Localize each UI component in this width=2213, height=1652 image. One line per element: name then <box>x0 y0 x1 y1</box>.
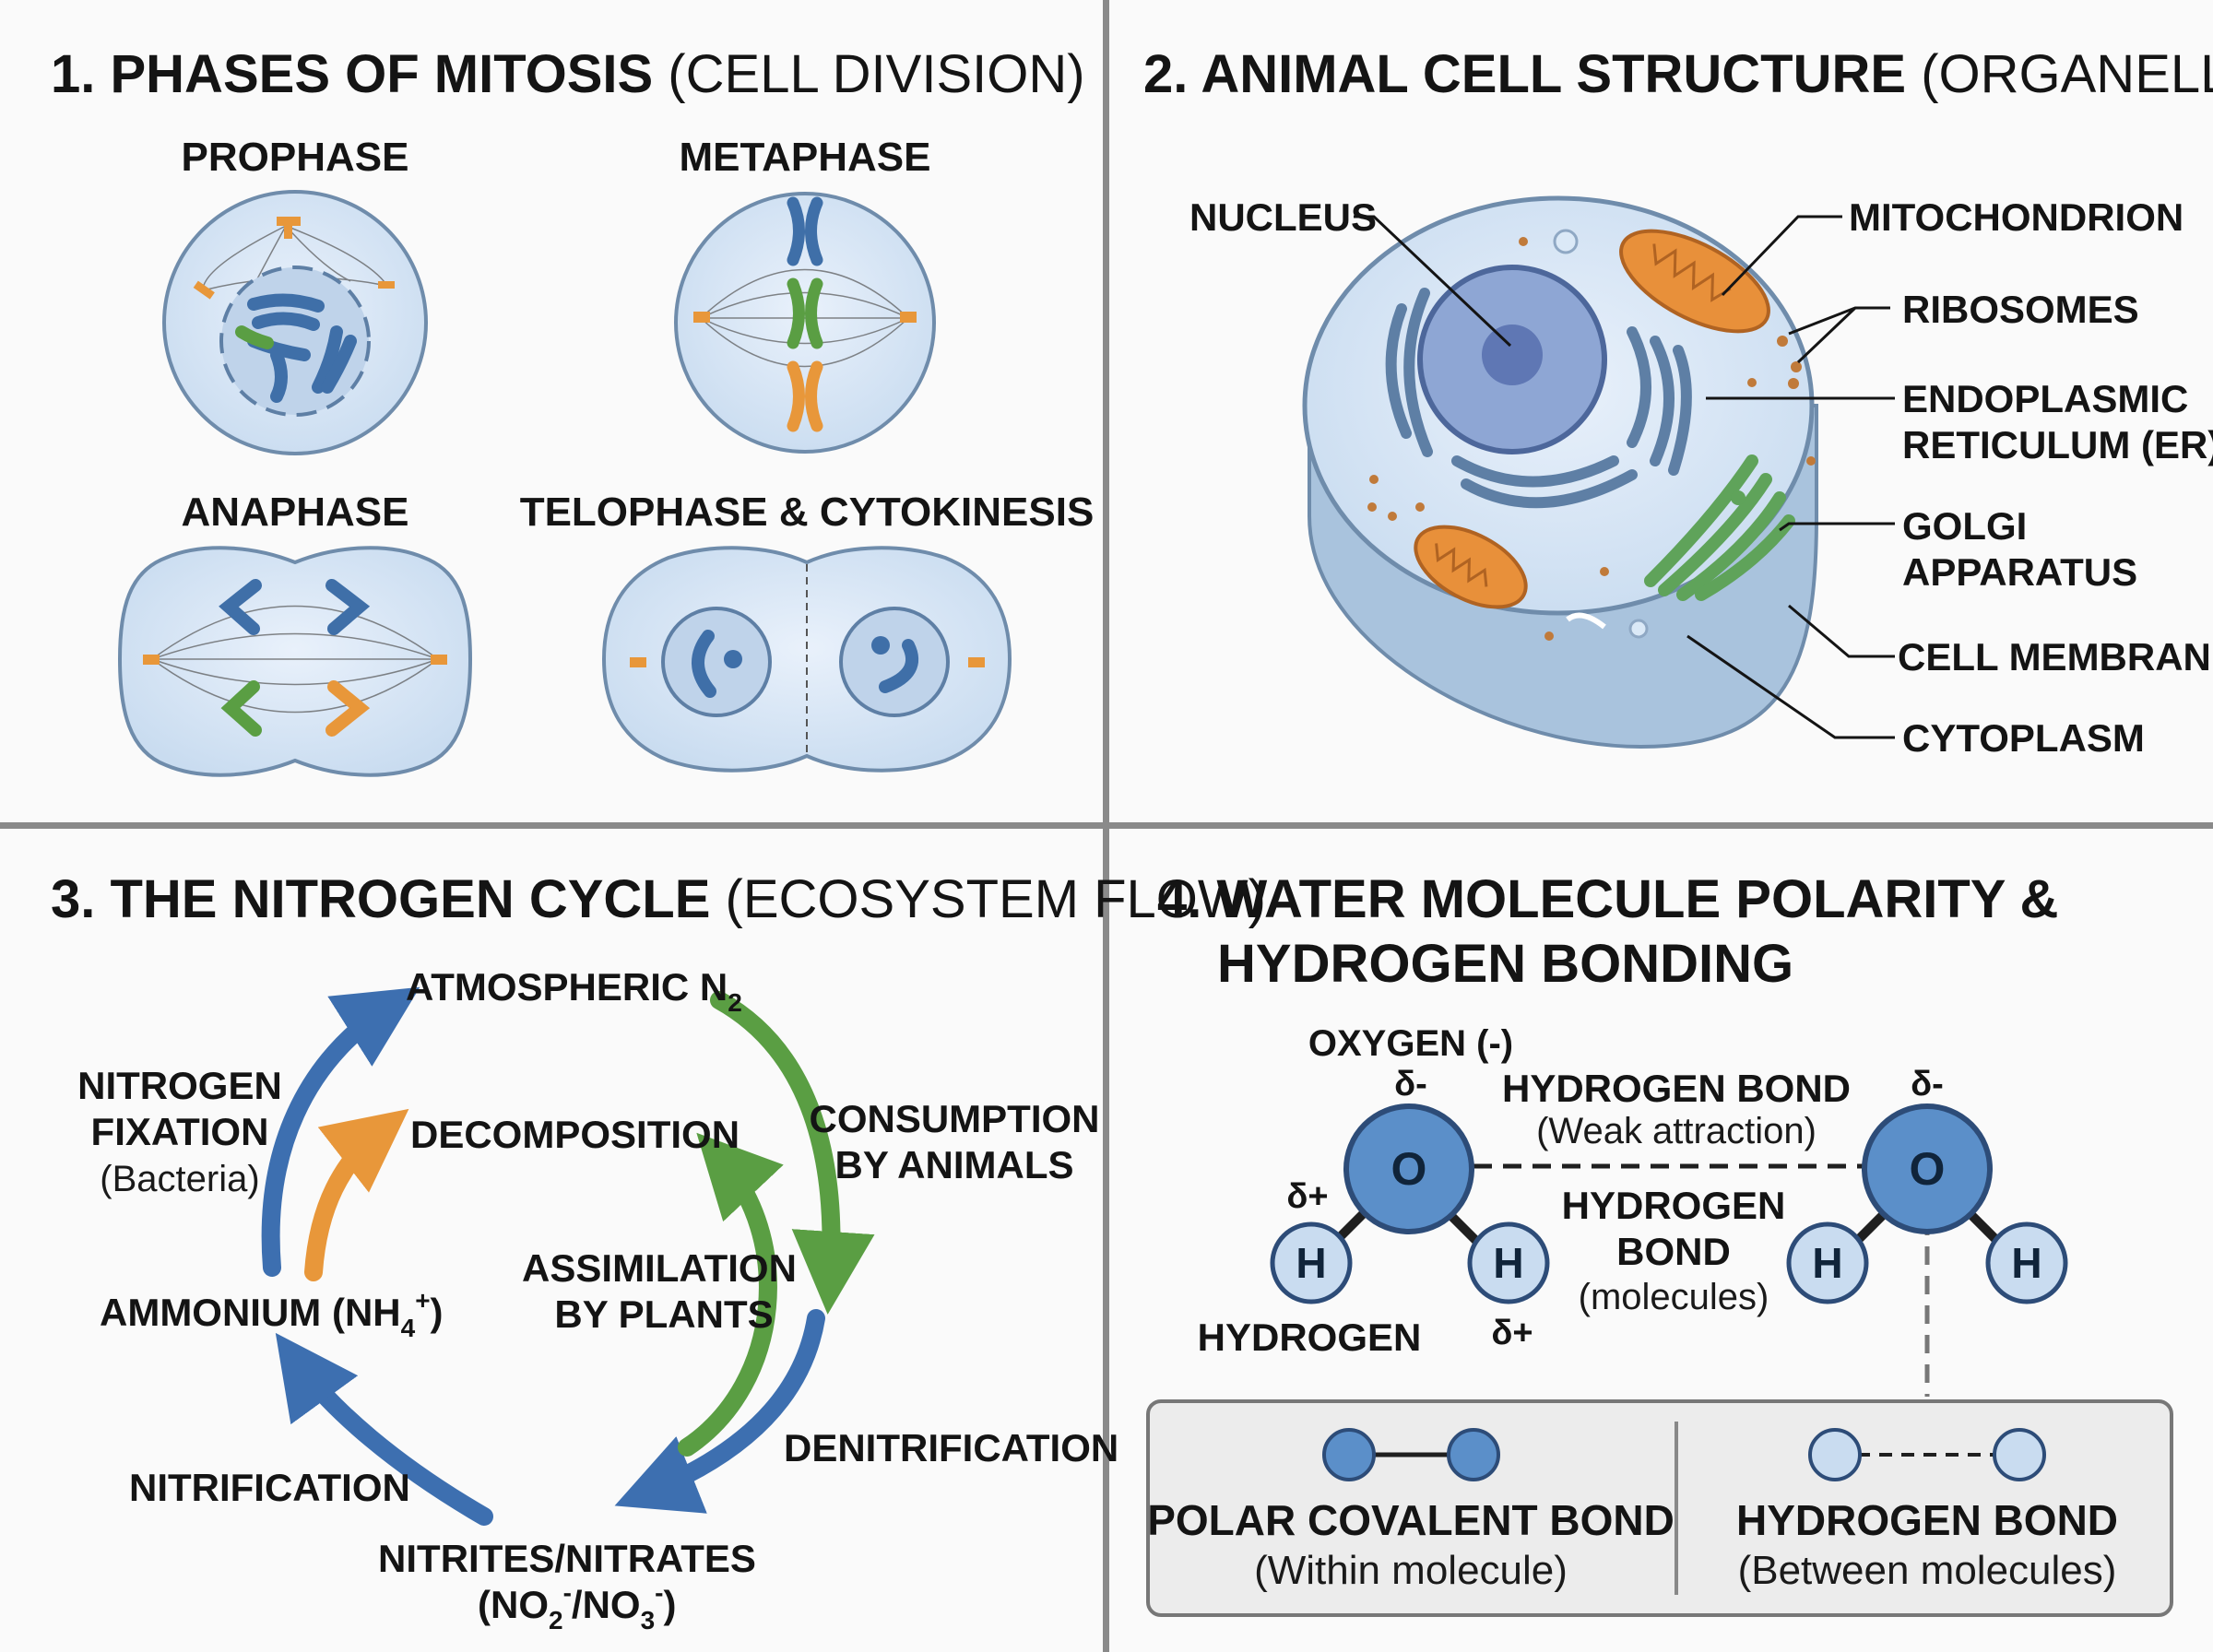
arrow-assimilation <box>678 1132 784 1457</box>
endoplasmic-reticulum <box>1385 288 1692 509</box>
panel-3-title: 3. THE NITROGEN CYCLE (ECOSYSTEM FLOW) <box>51 869 1266 929</box>
panel-mitosis: 1. PHASES OF MITOSIS (CELL DIVISION) PRO… <box>51 44 1095 777</box>
label-fixation-line1: NITROGEN <box>77 1064 282 1107</box>
label-ribosomes: RIBOSOMES <box>1902 288 2139 331</box>
hydrogen-atom-label: H <box>2011 1239 2041 1287</box>
label-fixation-line2: FIXATION <box>91 1110 269 1153</box>
cycle-arrows <box>261 986 875 1526</box>
label-atmospheric-n2: ATMOSPHERIC N2 <box>406 965 742 1017</box>
label-ammonium: AMMONIUM (NH4+) <box>100 1286 444 1342</box>
legend-polar-title: POLAR COVALENT BOND <box>1147 1496 1675 1544</box>
hydrogen-bond-icon <box>1808 1428 2046 1481</box>
label-telophase: TELOPHASE & CYTOKINESIS <box>520 490 1095 535</box>
label-denitrification: DENITRIFICATION <box>784 1426 1118 1469</box>
label-cell-membrane: CELL MEMBRANE <box>1898 635 2213 678</box>
anaphase-cell <box>117 546 473 777</box>
oxygen-atom <box>1862 1103 1993 1234</box>
panel-1-title: 1. PHASES OF MITOSIS (CELL DIVISION) <box>51 44 1085 104</box>
arrow-nitrification <box>275 1332 493 1526</box>
hydrogen-atom-label: H <box>1493 1239 1523 1287</box>
label-nitrites-line1: NITRITES/NITRATES <box>378 1537 756 1580</box>
hydrogen-atom-label: H <box>1812 1239 1842 1287</box>
label-hbond-mid-line1: HYDROGEN <box>1562 1184 1786 1227</box>
label-nitrification: NITRIFICATION <box>129 1466 410 1509</box>
centrosome-icon <box>431 655 447 665</box>
label-consumption-line1: CONSUMPTION <box>810 1097 1100 1140</box>
label-nitrites-line2: (NO2-/NO3-) <box>478 1578 676 1634</box>
label-prophase: PROPHASE <box>182 135 409 180</box>
water-molecule-right: O H H <box>1786 1103 2068 1304</box>
centrosome-icon <box>968 657 985 667</box>
label-er-line2: RETICULUM (ER) <box>1902 423 2213 466</box>
label-anaphase: ANAPHASE <box>182 490 409 535</box>
legend-hbond-note: (Between molecules) <box>1738 1548 2117 1593</box>
prophase-cell <box>162 190 428 455</box>
hydrogen-atom <box>1467 1221 1550 1304</box>
water-molecule-left: O H H <box>1270 1103 1550 1304</box>
legend-hbond-title: HYDROGEN BOND <box>1736 1496 2118 1544</box>
legend-polar-note: (Within molecule) <box>1254 1548 1568 1593</box>
label-er-line1: ENDOPLASMIC <box>1902 377 2188 420</box>
telophase-cell <box>601 546 1012 773</box>
arrow-nitrogen-fixation <box>261 986 420 1277</box>
hydrogen-atom <box>1985 1221 2068 1304</box>
label-assimilation-line2: BY PLANTS <box>554 1292 773 1336</box>
label-fixation-note: (Bacteria) <box>100 1159 259 1199</box>
mitochondrion-lower <box>1414 525 1528 609</box>
label-metaphase: METAPHASE <box>680 135 931 180</box>
mitochondrion-upper <box>1619 229 1770 334</box>
label-cytoplasm: CYTOPLASM <box>1902 716 2145 760</box>
label-assimilation-line1: ASSIMILATION <box>522 1246 797 1290</box>
hydrogen-atom <box>1786 1221 1869 1304</box>
arrow-denitrification <box>614 1309 825 1514</box>
label-hbond-top-note: (Weak attraction) <box>1536 1111 1817 1151</box>
label-hbond-mid-line2: BOND <box>1616 1230 1731 1273</box>
oxygen-atom <box>1343 1103 1474 1234</box>
hydrogen-atom <box>1270 1221 1353 1304</box>
arrow-decomposition <box>304 1108 409 1281</box>
label-delta-plus-left: δ+ <box>1286 1177 1328 1216</box>
centrosome-icon <box>900 312 917 323</box>
leader-lines <box>1354 215 1895 739</box>
centrosome-icon <box>693 312 710 323</box>
cell-illustration <box>1302 195 1818 749</box>
panel-2-title: 2. ANIMAL CELL STRUCTURE (ORGANELLES) <box>1143 44 2213 104</box>
centrosome-icon <box>630 657 646 667</box>
centrosome-icon <box>193 217 395 300</box>
label-hydrogen: HYDROGEN <box>1198 1316 1422 1359</box>
nucleolus <box>1482 324 1543 385</box>
label-delta-minus-left: δ- <box>1394 1065 1427 1103</box>
label-hbond-mid-note: (molecules) <box>1579 1277 1769 1317</box>
bond-legend: POLAR COVALENT BOND (Within molecule) HY… <box>1146 1399 2173 1617</box>
label-nucleus: NUCLEUS <box>1189 195 1377 239</box>
arrow-consumption <box>710 991 875 1315</box>
panel-water-polarity: 4. WATER MOLECULE POLARITY & HYDROGEN BO… <box>1146 869 2173 1617</box>
polar-covalent-bond-icon <box>1322 1428 1500 1481</box>
label-golgi-line2: APPARATUS <box>1902 550 2137 594</box>
label-golgi-line1: GOLGI <box>1902 504 2027 548</box>
panel-animal-cell: 2. ANIMAL CELL STRUCTURE (ORGANELLES) <box>1143 44 2213 760</box>
ribosomes <box>1367 237 1816 641</box>
horizontal-divider <box>0 822 2213 829</box>
panel-nitrogen-cycle: 3. THE NITROGEN CYCLE (ECOSYSTEM FLOW) A… <box>51 869 1266 1634</box>
hydrogen-atom-label: H <box>1296 1239 1326 1287</box>
label-mitochondrion: MITOCHONDRION <box>1849 195 2183 239</box>
oxygen-atom-label: O <box>1910 1143 1946 1195</box>
label-delta-plus-bottom: δ+ <box>1491 1314 1533 1352</box>
metaphase-cell <box>674 192 936 454</box>
panel-4-title-line2: HYDROGEN BONDING <box>1217 934 1793 994</box>
label-decomposition: DECOMPOSITION <box>410 1113 740 1156</box>
label-hbond-top: HYDROGEN BOND <box>1502 1067 1851 1110</box>
label-oxygen: OXYGEN (-) <box>1308 1023 1513 1064</box>
centrosome-icon <box>143 655 160 665</box>
panel-4-title-line1: 4. WATER MOLECULE POLARITY & <box>1157 869 2058 929</box>
oxygen-atom-label: O <box>1391 1143 1427 1195</box>
label-consumption-line2: BY ANIMALS <box>834 1143 1073 1186</box>
label-delta-minus-right: δ- <box>1911 1065 1944 1103</box>
